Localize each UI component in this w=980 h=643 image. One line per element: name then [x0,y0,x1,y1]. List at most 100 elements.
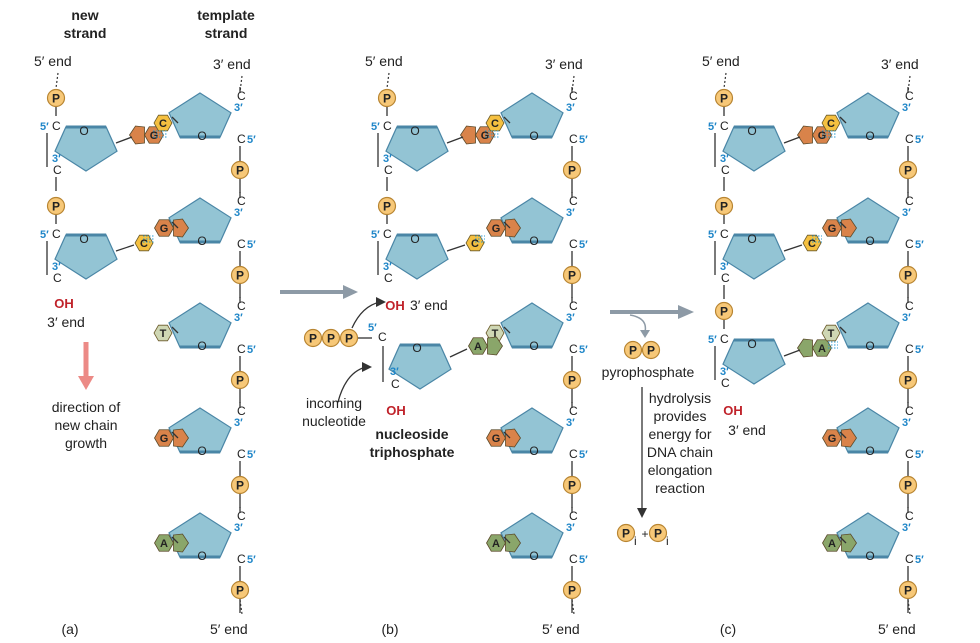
new-sugar-2 [722,338,786,385]
phosphate-circle [562,265,582,285]
template-base-T: T [153,324,173,342]
glycosidic-bond [839,221,847,229]
base-letter: G [481,130,490,142]
phosphate-label: P [236,373,244,387]
new-phosphate-0: P [377,88,397,108]
new-c5-carbon: C [52,119,61,133]
inorganic-phosphates: Pi+Pi [616,523,669,548]
template-ring-oxygen: O [865,234,874,248]
glycosidic-bond [839,116,847,124]
template-5prime: 5′ [579,554,588,566]
hydrolysis-label-5: elongation [648,462,713,478]
template-base-C: C [821,114,841,132]
template-c3-carbon: C [569,404,578,418]
new-c3-carbon: C [384,163,393,177]
new-sugar-1 [54,233,118,280]
template-ring-oxygen: O [529,234,538,248]
new-5-end-label: 5′ end [34,53,72,69]
phosphate-label: P [904,268,912,282]
glycosidic-bond [839,536,847,544]
base-letter: T [828,328,835,340]
glycosidic-bond [503,431,511,439]
template-c5-carbon: C [569,132,578,146]
template-c5-carbon: C [237,132,246,146]
base-ring-small [841,218,857,238]
base-letter: G [828,433,837,445]
template-phosphate-3: P [898,475,918,495]
template-c3-carbon: C [569,89,578,103]
base-letter: A [474,341,482,353]
template-c5-carbon: C [905,342,914,356]
template-3prime: 3′ [902,207,911,219]
template-base-G: G [822,428,857,448]
phosphate-circle [321,328,341,348]
base-ring [153,324,173,342]
template-c3-carbon: C [569,194,578,208]
glycosidic-bond [503,326,511,334]
incoming-c3-carbon: C [391,377,400,391]
base-letter: C [827,118,835,130]
base-letter: T [492,328,499,340]
new-c5-carbon: C [383,227,392,241]
template-sugar-2 [168,302,232,349]
new-c5-carbon: C [720,332,729,346]
incoming-c5-carbon: C [378,330,387,344]
template-5prime: 5′ [915,134,924,146]
template-ring-oxygen: O [865,549,874,563]
template-5prime: 5′ [915,344,924,356]
new-phosphate-0: P [46,88,66,108]
template-ring-oxygen: O [197,444,206,458]
base-ring [153,114,173,132]
template-base-G: G [154,218,189,238]
template-c5-carbon: C [569,237,578,251]
template-ring-oxygen: O [197,339,206,353]
panel-b-label: (b) [381,621,398,637]
base-letter: C [140,238,148,250]
base-letter: C [808,238,816,250]
phosphate-circle [623,340,643,360]
template-phosphate-2: P [562,370,582,390]
incoming-5prime: 5′ [368,322,377,334]
hydrolysis-label-4: DNA chain [647,444,713,460]
base-letter: G [150,130,159,142]
direction-arrow-head [78,376,94,390]
template-sugar-2 [836,302,900,349]
base-letter: A [818,343,826,355]
arrow-head [678,305,694,319]
template-sugar-0 [836,92,900,139]
template-phosphate-2: P [230,370,250,390]
base-letter: G [492,433,501,445]
template-ring-oxygen: O [529,444,538,458]
incoming-label-1: incoming [306,395,362,411]
base-ring [154,219,174,237]
phosphate-label: P [568,268,576,282]
phosphate-circle [46,196,66,216]
new-ring-oxygen: O [79,124,88,138]
incoming-3-oh: OH [386,403,406,418]
base-letter: G [160,433,169,445]
pi-1-subscript: i [634,534,637,548]
template-base-A: A [822,533,857,553]
phosphate-label: P [720,304,728,318]
new-top-dash [723,72,727,89]
phosphate-label: P [327,331,335,345]
template-phosphate-4: P [230,580,250,600]
template-sugar-0 [168,92,232,139]
phosphate-label: P [568,373,576,387]
glycosidic-bond [783,349,801,357]
template-c5-carbon: C [905,552,914,566]
glycosidic-bond [783,244,803,252]
phosphate-label: P [236,583,244,597]
template-3-end-label: 3′ end [213,56,251,72]
new-base-G: G [460,125,495,145]
template-strand-title-2: strand [205,25,248,41]
new-ring-oxygen: O [747,232,756,246]
template-c3-carbon: C [237,509,246,523]
template-phosphate-0: P [562,160,582,180]
new-c5-carbon: C [52,227,61,241]
template-base-G: G [822,218,857,238]
base-ring [468,337,488,355]
